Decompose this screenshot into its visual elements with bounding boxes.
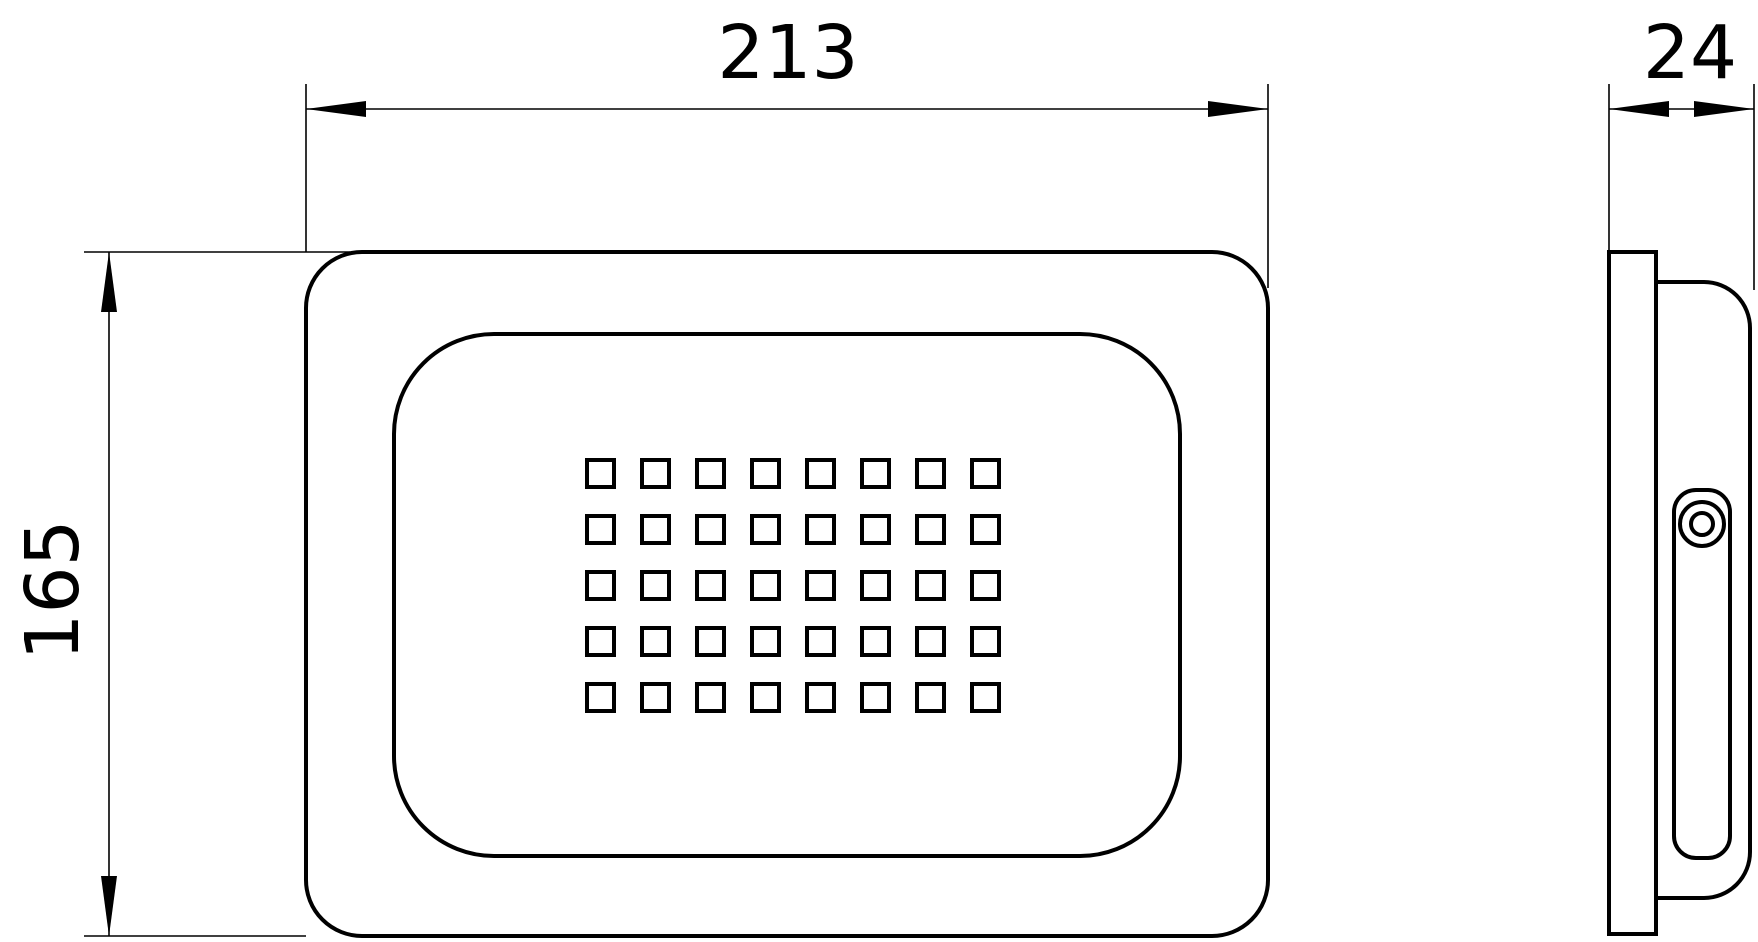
height-arrow-bottom	[101, 876, 117, 936]
led-chip	[585, 682, 616, 713]
led-chip	[915, 682, 946, 713]
led-chip	[805, 514, 836, 545]
led-chip	[640, 570, 671, 601]
depth-dimension-label: 24	[1643, 10, 1737, 96]
led-chip	[915, 570, 946, 601]
led-chip	[640, 626, 671, 657]
led-chip	[860, 458, 891, 489]
led-chip	[915, 626, 946, 657]
outer-housing	[304, 250, 1270, 938]
led-chip	[695, 458, 726, 489]
led-chip	[750, 514, 781, 545]
width-arrow-left	[306, 101, 366, 117]
led-chip	[750, 570, 781, 601]
led-grid	[585, 458, 1001, 713]
height-dimension-label: 165	[10, 519, 96, 660]
led-chip	[860, 514, 891, 545]
led-chip	[970, 458, 1001, 489]
led-chip	[970, 514, 1001, 545]
led-chip	[695, 682, 726, 713]
led-chip	[695, 626, 726, 657]
height-arrow-top	[101, 252, 117, 312]
led-chip	[805, 682, 836, 713]
side-view	[1607, 250, 1752, 936]
depth-dimension: 24	[1608, 10, 1755, 290]
side-front-frame	[1607, 250, 1658, 936]
side-rear-body	[1656, 280, 1752, 900]
depth-arrow-left	[1609, 101, 1669, 117]
side-bracket-screw-outer	[1678, 500, 1726, 548]
width-arrow-right	[1208, 101, 1268, 117]
led-chip	[860, 570, 891, 601]
led-chip	[915, 514, 946, 545]
led-chip	[585, 626, 616, 657]
led-chip	[805, 458, 836, 489]
led-chip	[640, 458, 671, 489]
front-view	[304, 250, 1270, 938]
depth-arrow-right	[1694, 101, 1754, 117]
led-chip	[970, 682, 1001, 713]
led-chip	[640, 682, 671, 713]
height-dimension: 165	[10, 251, 350, 937]
width-dimension: 213	[305, 10, 1269, 288]
side-bracket-screw-inner	[1689, 511, 1715, 537]
led-chip	[640, 514, 671, 545]
led-chip	[860, 626, 891, 657]
led-chip	[750, 626, 781, 657]
side-mounting-bracket	[1672, 488, 1732, 860]
led-chip	[805, 570, 836, 601]
led-chip	[585, 570, 616, 601]
led-chip	[750, 682, 781, 713]
led-chip	[860, 682, 891, 713]
led-chip	[585, 458, 616, 489]
led-chip	[750, 458, 781, 489]
led-chip	[585, 514, 616, 545]
led-chip	[695, 570, 726, 601]
led-chip	[805, 626, 836, 657]
led-chip	[970, 570, 1001, 601]
led-chip	[915, 458, 946, 489]
width-dimension-label: 213	[717, 10, 858, 96]
led-chip	[695, 514, 726, 545]
lens-panel	[392, 332, 1182, 858]
led-chip	[970, 626, 1001, 657]
